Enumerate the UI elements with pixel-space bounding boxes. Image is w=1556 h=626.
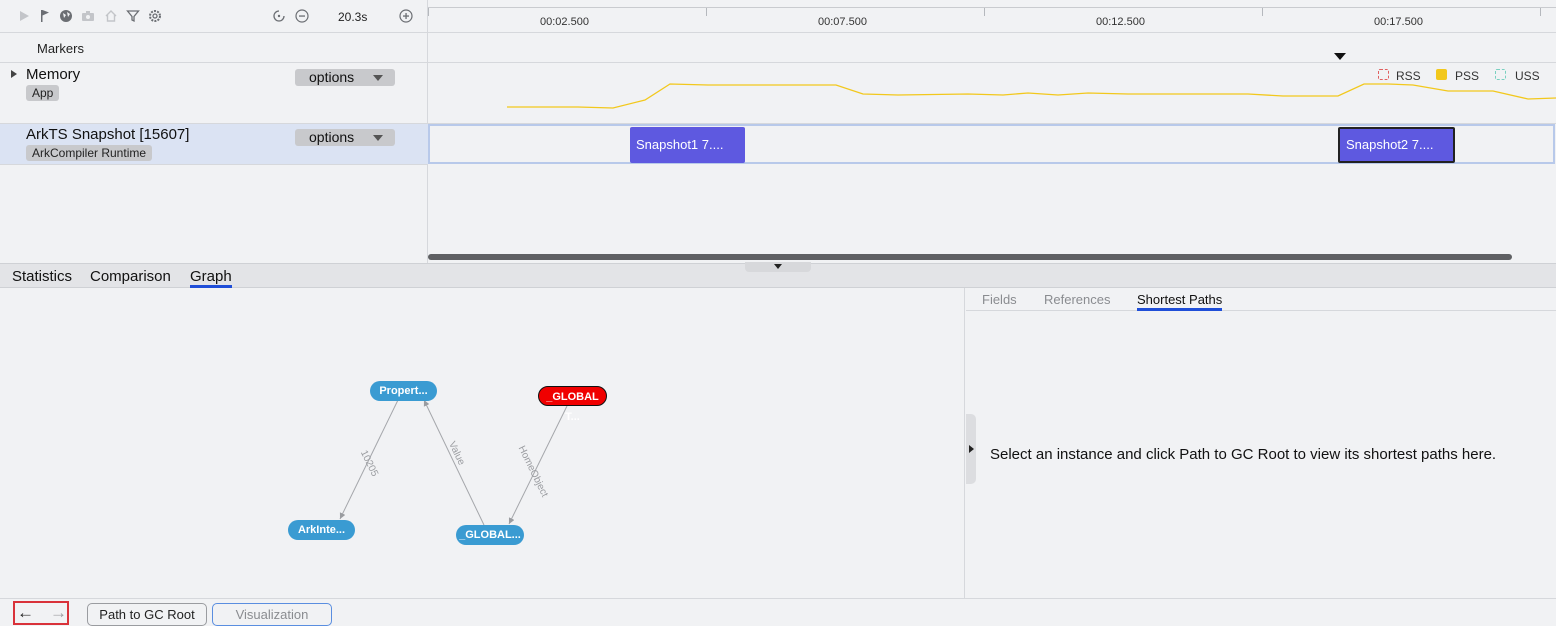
graph-node[interactable]: ArkInte... bbox=[288, 520, 355, 540]
memory-row-tag: App bbox=[26, 85, 60, 101]
chevron-down-icon bbox=[373, 135, 383, 141]
globe-icon[interactable] bbox=[59, 9, 73, 23]
options-label: options bbox=[309, 129, 355, 145]
settings-icon[interactable] bbox=[148, 9, 162, 23]
zoom-level-value: 20.3s bbox=[338, 10, 368, 24]
forward-arrow-icon[interactable]: → bbox=[50, 603, 67, 622]
ruler-tick-label: 00:02.500 bbox=[540, 16, 589, 28]
markers-label: Markers bbox=[37, 41, 84, 56]
reset-zoom-icon[interactable] bbox=[272, 9, 286, 23]
history-nav: ← → bbox=[13, 601, 69, 625]
snapshot-row-tag: ArkCompiler Runtime bbox=[26, 145, 153, 161]
snapshot-1-block[interactable]: Snapshot1 7.... bbox=[630, 127, 745, 163]
tab-comparison[interactable]: Comparison bbox=[90, 268, 171, 285]
pss-legend-swatch bbox=[1436, 69, 1447, 80]
markers-row: Markers bbox=[0, 33, 428, 63]
filter-icon[interactable] bbox=[126, 9, 140, 23]
detail-pane: Fields References Shortest Paths Select … bbox=[966, 288, 1556, 598]
back-arrow-icon[interactable]: ← bbox=[17, 603, 34, 622]
graph-node-root[interactable]: _GLOBAL T... bbox=[538, 386, 607, 423]
options-label: options bbox=[309, 69, 355, 85]
chevron-down-icon bbox=[373, 75, 383, 81]
markers-track[interactable] bbox=[428, 33, 1556, 63]
ruler-tick-label: 00:07.500 bbox=[818, 16, 867, 28]
flag-icon[interactable] bbox=[38, 9, 52, 23]
ruler-tick-label: 00:12.500 bbox=[1096, 16, 1145, 28]
pss-line bbox=[507, 83, 1556, 109]
uss-legend-label: USS bbox=[1515, 69, 1540, 83]
graph-node[interactable]: Propert... bbox=[370, 381, 437, 401]
tab-shortest-paths[interactable]: Shortest Paths bbox=[1137, 292, 1223, 311]
snapshot-row-title: ArkTS Snapshot [15607] bbox=[26, 126, 190, 143]
graph-node[interactable]: _GLOBAL... bbox=[456, 525, 524, 545]
time-ruler[interactable]: 00:02.500 00:07.500 00:12.500 00:17.500 bbox=[428, 0, 1556, 33]
memory-track[interactable]: RSS PSS USS bbox=[428, 63, 1556, 124]
detail-tab-bar: Fields References Shortest Paths bbox=[966, 288, 1556, 311]
visualization-button[interactable]: Visualization bbox=[212, 603, 332, 626]
tab-graph[interactable]: Graph bbox=[190, 268, 232, 288]
camera-icon[interactable] bbox=[81, 9, 95, 23]
graph-edges bbox=[339, 399, 568, 526]
snapshot-track[interactable]: Snapshot1 7.... Snapshot2 7.... bbox=[428, 124, 1555, 164]
footer-bar: ← → Path to GC Root Visualization bbox=[0, 598, 1556, 626]
play-icon[interactable] bbox=[17, 9, 31, 23]
memory-row-title: Memory bbox=[26, 66, 81, 83]
ruler-tick-label: 00:17.500 bbox=[1374, 16, 1423, 28]
rss-legend-swatch bbox=[1378, 69, 1389, 80]
tab-fields[interactable]: Fields bbox=[982, 292, 1017, 307]
rss-legend-label: RSS bbox=[1396, 69, 1421, 83]
split-handle-icon[interactable] bbox=[745, 262, 811, 272]
memory-options-button[interactable]: options bbox=[295, 69, 395, 86]
tab-statistics[interactable]: Statistics bbox=[12, 268, 73, 285]
collapse-handle-icon[interactable] bbox=[966, 414, 976, 484]
path-to-gc-root-button[interactable]: Path to GC Root bbox=[87, 603, 207, 626]
memory-chart bbox=[507, 83, 1556, 109]
empty-state-message: Select an instance and click Path to GC … bbox=[990, 446, 1497, 463]
bottom-tab-bar: Statistics Comparison Graph bbox=[0, 262, 1556, 288]
expand-arrow-icon[interactable] bbox=[11, 70, 17, 78]
snapshot-2-block[interactable]: Snapshot2 7.... bbox=[1338, 127, 1455, 163]
pss-legend-label: PSS bbox=[1455, 69, 1480, 83]
timeline-scrollbar[interactable] bbox=[428, 254, 1512, 260]
snapshot-row-header[interactable]: ArkTS Snapshot [15607] ArkCompiler Runti… bbox=[0, 124, 428, 165]
memory-row-header: Memory App options bbox=[0, 63, 428, 124]
graph-edge bbox=[423, 399, 485, 526]
uss-legend-swatch bbox=[1495, 69, 1506, 80]
zoom-out-icon[interactable] bbox=[295, 9, 309, 23]
zoom-in-icon[interactable] bbox=[399, 9, 413, 23]
tab-references[interactable]: References bbox=[1044, 292, 1111, 307]
snapshot-options-button[interactable]: options bbox=[295, 129, 395, 146]
graph-canvas[interactable]: 10205 Value HomeObject Propert... _GLOBA… bbox=[0, 288, 965, 598]
graph-edge bbox=[339, 399, 399, 520]
toolbar: 20.3s bbox=[0, 0, 428, 33]
home-icon[interactable] bbox=[104, 9, 118, 23]
marker-flag-icon[interactable] bbox=[1334, 53, 1346, 60]
graph-edge bbox=[508, 405, 568, 525]
